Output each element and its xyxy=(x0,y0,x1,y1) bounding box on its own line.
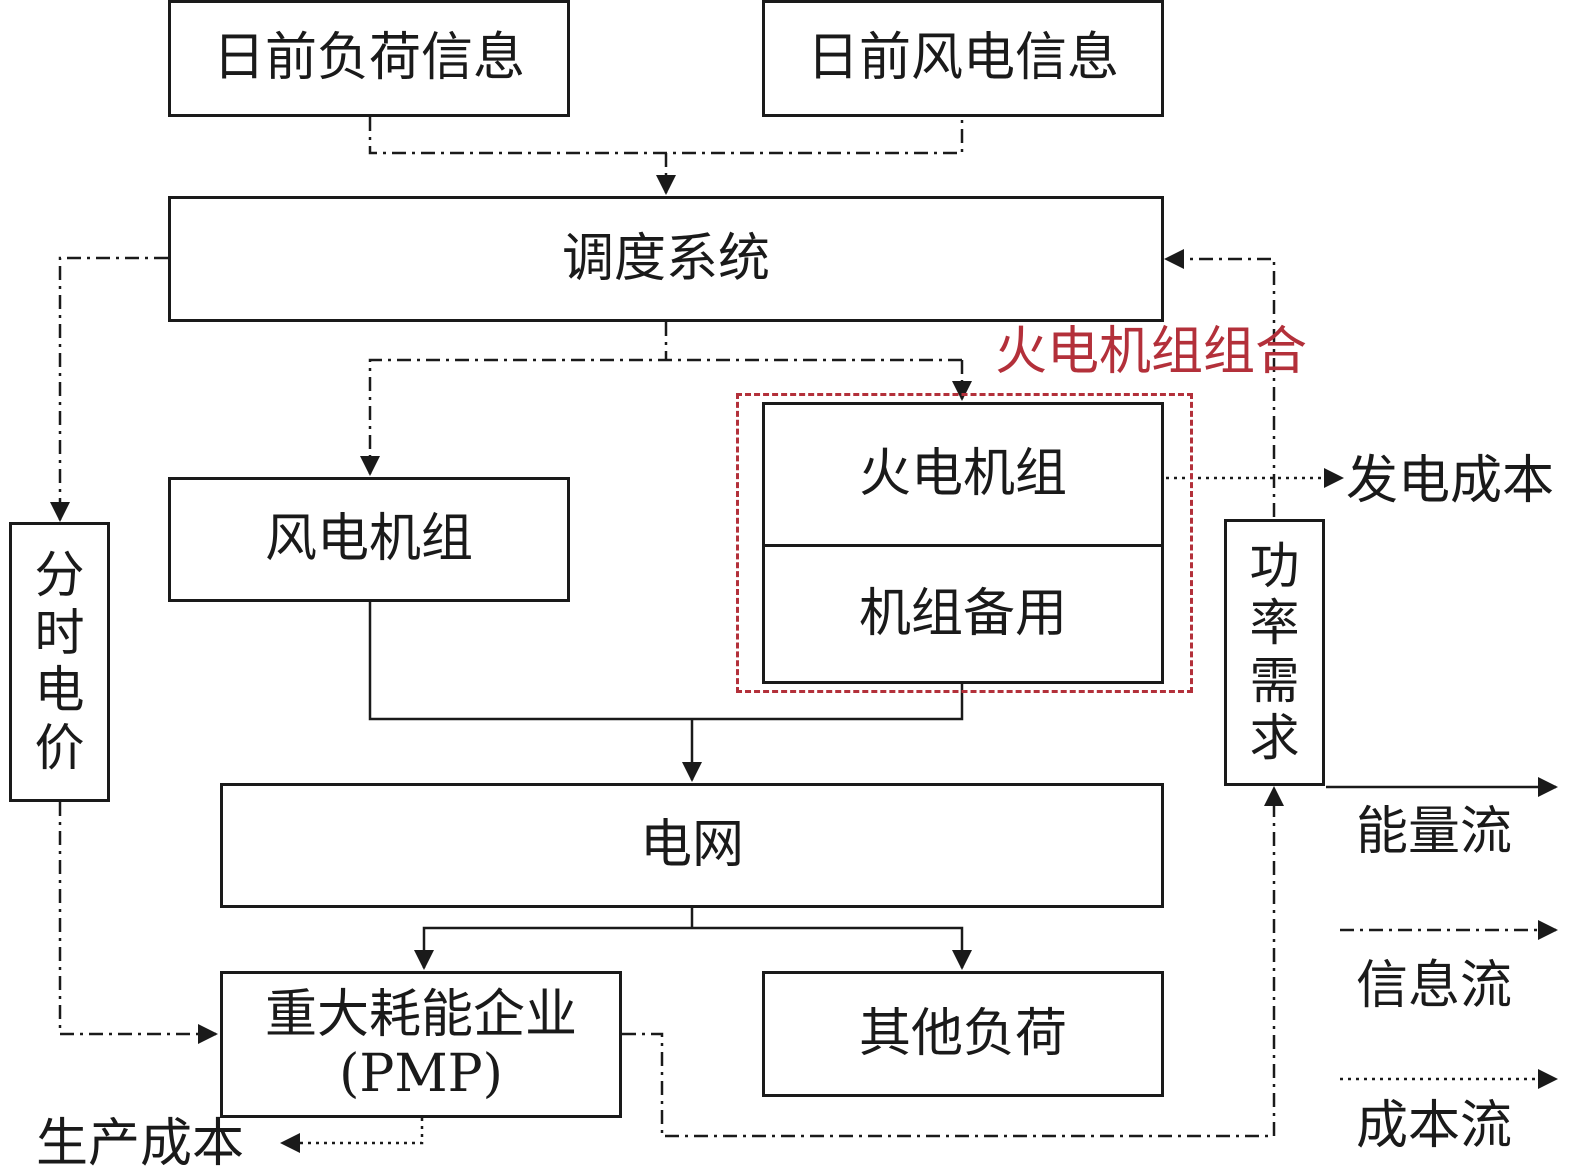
thermal-units-text: 火电机组 xyxy=(858,444,1067,505)
pmp-box: 重大耗能企业 (PMP) xyxy=(220,971,622,1118)
power-demand-box: 功 率 需 求 xyxy=(1224,519,1325,786)
grid-box: 电网 xyxy=(220,783,1164,908)
thermal-unit-combination-frame xyxy=(736,393,1193,693)
pmp-text-line2: (PMP) xyxy=(339,1043,503,1104)
info-flow-line-load-to-merge xyxy=(368,117,964,155)
info-flow-line-to-wind xyxy=(360,358,962,476)
legend-info-flow-label: 信息流 xyxy=(1356,956,1513,1016)
energy-flow-line-to-other xyxy=(692,926,972,970)
wind-units-text: 风电机组 xyxy=(264,509,473,570)
cost-flow-line-production xyxy=(280,1118,424,1153)
thermal-units-cell: 火电机组 xyxy=(765,405,1161,547)
dispatch-system-text: 调度系统 xyxy=(561,228,770,289)
production-cost-label: 生产成本 xyxy=(36,1114,245,1174)
day-ahead-load-box: 日前负荷信息 xyxy=(168,0,570,117)
wind-units-box: 风电机组 xyxy=(168,477,570,602)
info-flow-line-demand-to-dispatch xyxy=(1164,249,1276,517)
unit-reserve-cell: 机组备用 xyxy=(765,547,1161,681)
power-demand-char: 率 xyxy=(1249,594,1300,652)
thermal-units-box: 火电机组 机组备用 xyxy=(762,402,1164,684)
tou-price-char: 电 xyxy=(34,661,85,719)
energy-flow-line-wind xyxy=(368,602,964,721)
tou-price-text: 分 时 电 价 xyxy=(34,546,85,777)
tou-price-char: 时 xyxy=(34,603,85,662)
generation-cost-label: 发电成本 xyxy=(1346,451,1555,511)
info-flow-line-dispatch-to-tou xyxy=(50,256,168,522)
unit-reserve-text: 机组备用 xyxy=(858,583,1067,644)
tou-price-char: 分 xyxy=(34,546,85,604)
grid-text: 电网 xyxy=(639,815,744,876)
power-demand-char: 求 xyxy=(1249,709,1300,767)
info-flow-line-tou-to-pmp xyxy=(58,802,218,1044)
tou-price-box: 分 时 电 价 xyxy=(9,522,110,802)
energy-flow-line-to-pmp xyxy=(414,926,692,970)
other-loads-text: 其他负荷 xyxy=(858,1003,1067,1064)
tou-price-char: 价 xyxy=(34,718,85,777)
power-demand-char: 需 xyxy=(1249,651,1300,710)
info-flow-line-pmp-to-demand xyxy=(622,786,1284,1138)
day-ahead-wind-text: 日前风电信息 xyxy=(806,28,1119,89)
legend-energy-flow-label: 能量流 xyxy=(1356,802,1513,862)
thermal-unit-combination-label: 火电机组组合 xyxy=(995,322,1308,382)
power-demand-text: 功 率 需 求 xyxy=(1249,536,1300,768)
other-loads-box: 其他负荷 xyxy=(762,971,1164,1097)
power-demand-char: 功 xyxy=(1249,536,1300,595)
dispatch-system-box: 调度系统 xyxy=(168,196,1164,322)
day-ahead-load-text: 日前负荷信息 xyxy=(212,28,525,89)
day-ahead-wind-box: 日前风电信息 xyxy=(762,0,1164,117)
legend-cost-flow-label: 成本流 xyxy=(1356,1096,1513,1156)
pmp-text-line1: 重大耗能企业 xyxy=(264,985,577,1046)
